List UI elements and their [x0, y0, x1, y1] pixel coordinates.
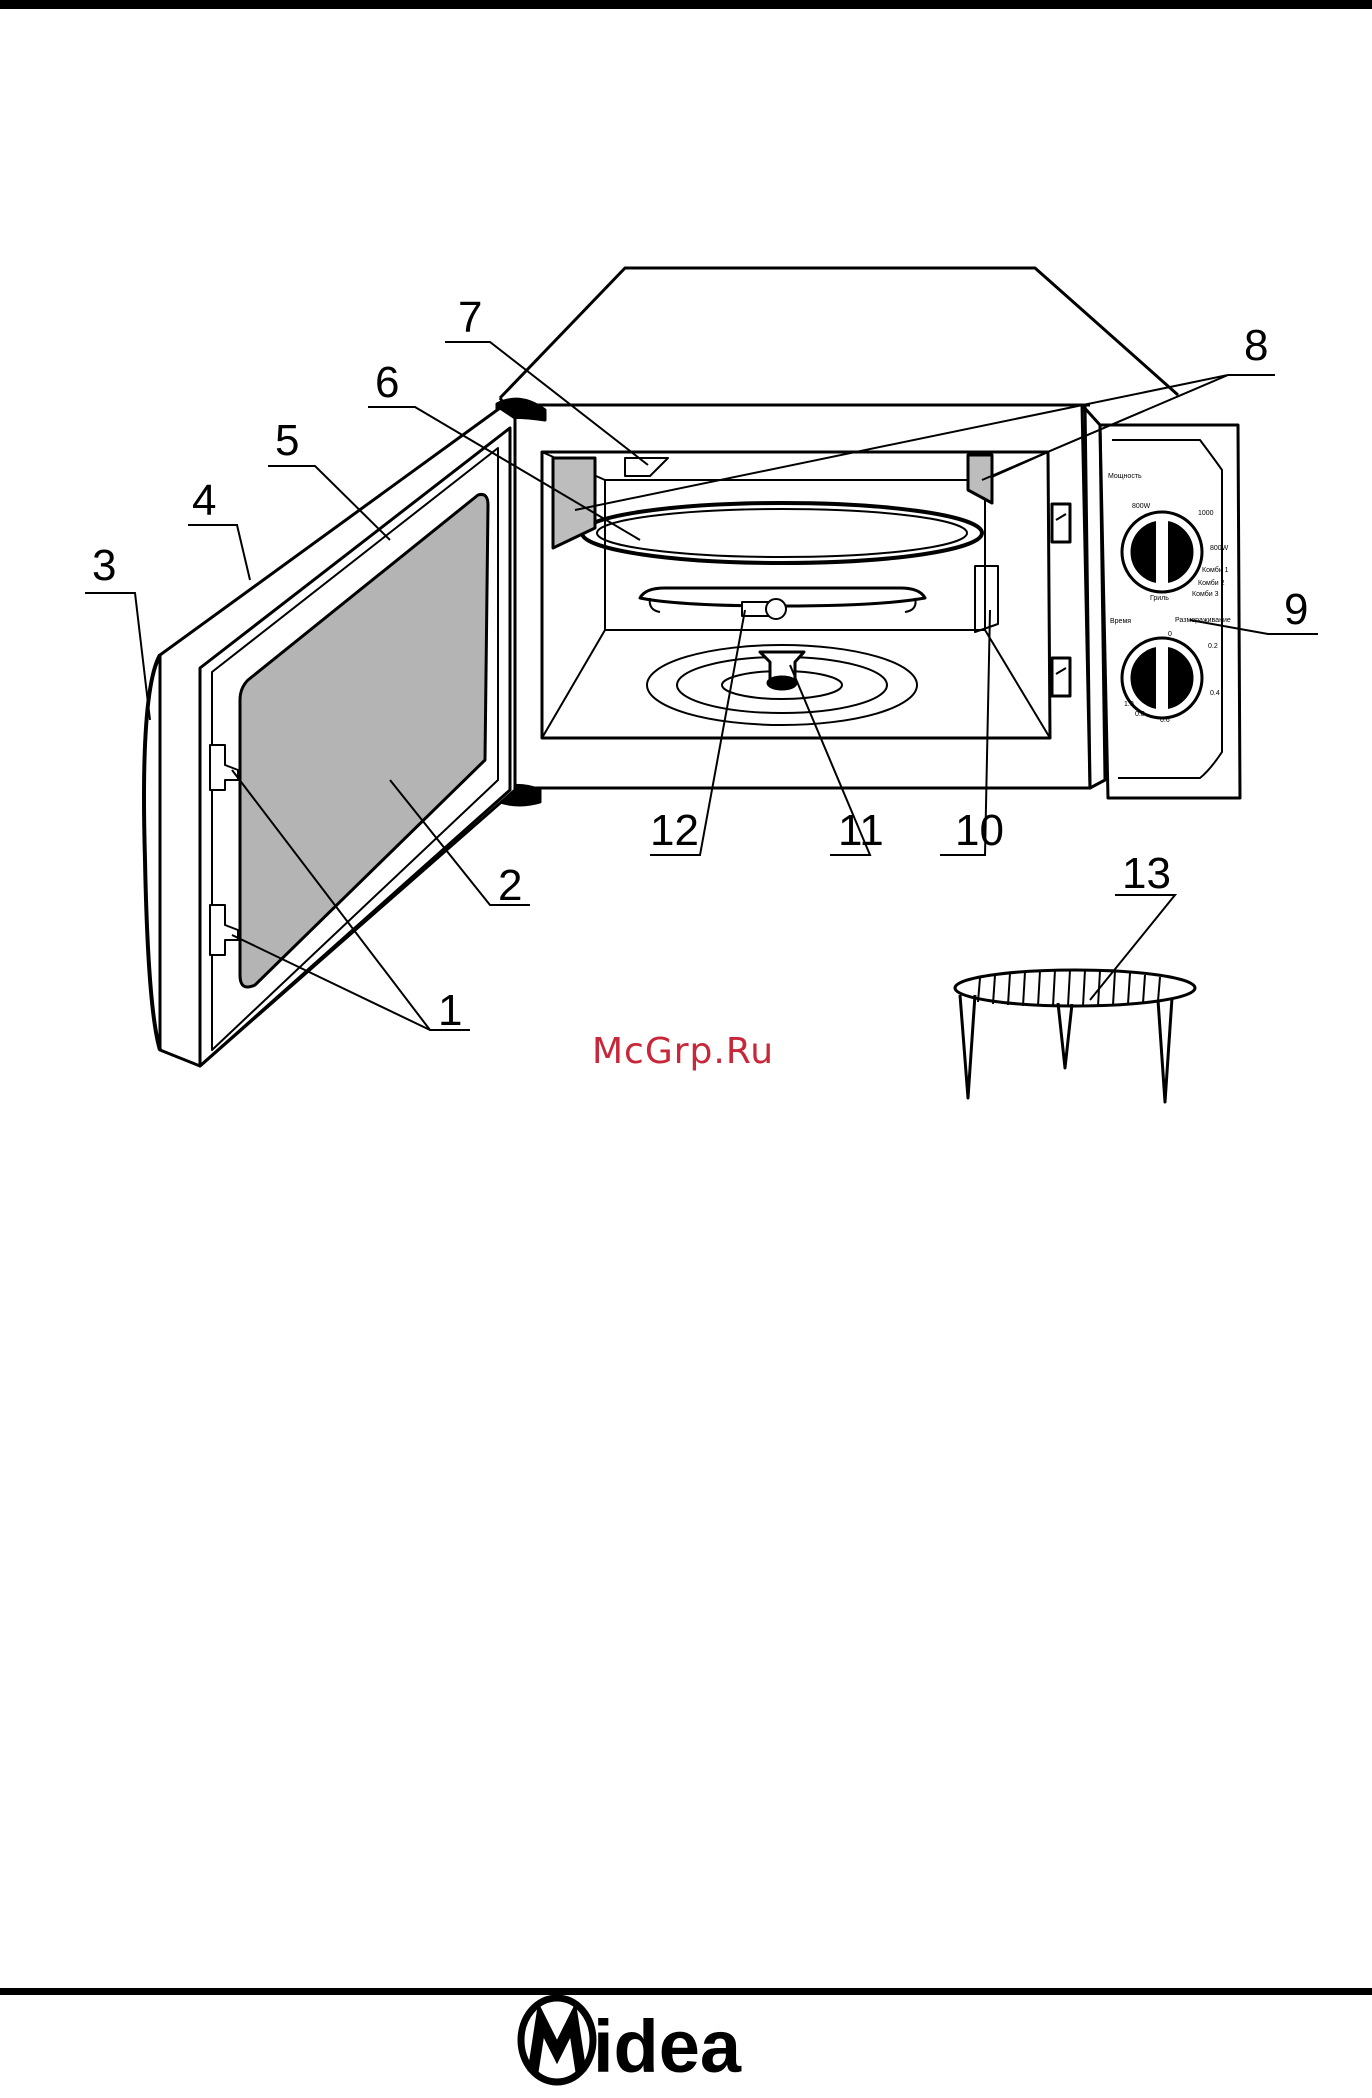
callout-2: 2 [498, 861, 522, 910]
time-mark-02: 0.2 [1208, 643, 1218, 650]
roller-center [766, 599, 786, 619]
leader-3 [85, 593, 150, 720]
brand-wordmark: idea [593, 2005, 742, 2088]
callout-5: 5 [275, 416, 299, 465]
shaft-hub [768, 677, 796, 689]
cavity-corner-br [985, 630, 1050, 738]
time-mark-10: 1.0 [1124, 701, 1134, 708]
power-dial-grip [1156, 520, 1168, 584]
callout-3: 3 [92, 541, 116, 590]
power-mark-3: 800W [1210, 545, 1229, 552]
power-mark-4: Комби 1 [1202, 566, 1229, 574]
grill-stand-bars [978, 970, 1160, 1006]
leader-13 [1090, 895, 1175, 1000]
waveguide-cover-right [968, 455, 992, 503]
time-mark-0: 0 [1168, 631, 1172, 638]
grill-stand-leg-right [1158, 998, 1172, 1102]
door-edge [144, 655, 160, 1050]
callout-6: 6 [375, 358, 399, 407]
control-panel-front [1100, 425, 1240, 798]
callout-10: 10 [955, 806, 1004, 855]
brand-logo: idea [515, 1990, 775, 2090]
leader-4 [188, 525, 250, 580]
leader-8 [575, 375, 1275, 510]
callout-7: 7 [458, 293, 482, 342]
defrost-label: Размораживание [1175, 617, 1231, 624]
grill-stand-leg-center [1058, 1003, 1072, 1068]
power-label: Мощность [1108, 473, 1142, 480]
callout-4: 4 [192, 476, 216, 525]
callout-9: 9 [1284, 585, 1308, 634]
time-mark-04: 0.4 [1210, 690, 1220, 697]
cavity-corner-bl [542, 630, 605, 738]
callout-8: 8 [1244, 321, 1268, 370]
callout-12: 12 [650, 806, 699, 855]
time-label: Время [1110, 618, 1131, 625]
oven-cavity [542, 452, 1050, 738]
power-mark-5: Комби 2 [1198, 579, 1225, 587]
timer-dial-grip [1156, 646, 1168, 710]
callout-11: 11 [838, 806, 884, 855]
latch-slot-lower [1052, 658, 1070, 696]
watermark: McGrp.Ru [592, 1031, 774, 1072]
callout-13: 13 [1122, 849, 1171, 898]
power-mark-1: 800W [1132, 503, 1151, 510]
latch-slot-upper-bar [1056, 514, 1066, 520]
callout-1: 1 [438, 986, 462, 1035]
time-mark-08: 0.8 [1135, 711, 1145, 718]
grill-stand-leg-left [960, 995, 975, 1098]
oven-light [625, 458, 668, 476]
power-mark-2: 1000 [1198, 510, 1214, 517]
mica-plate [975, 566, 998, 632]
glass-tray [582, 503, 982, 563]
glass-tray-rim [597, 509, 967, 557]
waveguide-cover-left [553, 458, 595, 548]
time-mark-06: 0.6 [1160, 717, 1170, 724]
panel-inset [1112, 440, 1222, 778]
latch-slot-upper [1052, 504, 1070, 542]
power-mark-7: Гриль [1150, 595, 1169, 602]
brand-mark-m [521, 1998, 593, 2082]
latch-slot-lower-bar [1056, 668, 1066, 674]
oven-top [500, 268, 1178, 398]
power-mark-6: Комби 3 [1192, 590, 1219, 598]
microwave-diagram: 1 2 3 4 5 6 7 8 9 10 11 12 13 Мощность 8… [0, 0, 1372, 1120]
